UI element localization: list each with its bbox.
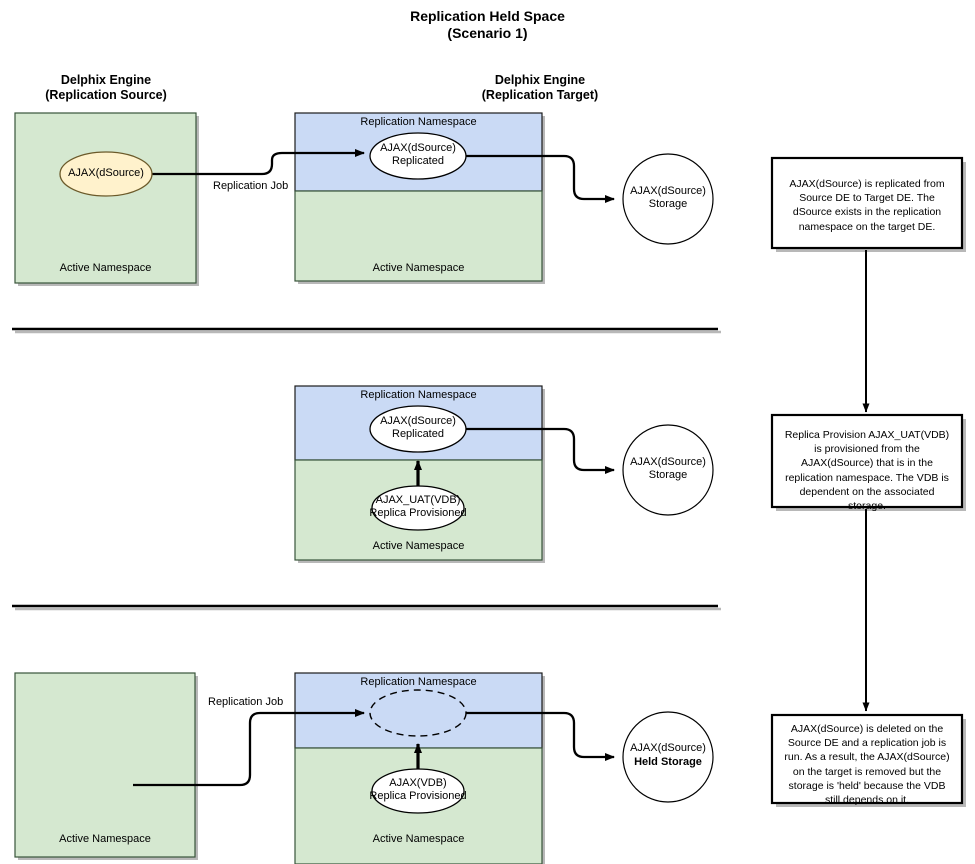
note-3-box [770,713,964,805]
row-1-group [14,112,714,286]
row-1-storage-node[interactable] [622,153,714,245]
row-1-source-dsource-node[interactable] [59,151,153,197]
row-3-target-replication-namespace [294,672,543,749]
note-1-box [770,156,964,250]
row-3-vdb-node[interactable] [371,768,465,814]
note-2-box [770,413,964,509]
row-3-removed-dsource-node [369,689,467,737]
row-1-source-active-namespace-fill [14,112,197,284]
row-2-storage-node[interactable] [622,424,714,516]
row-2-storage-connector [466,427,615,474]
row-2-target-dsource-node[interactable] [369,405,467,453]
row-3-held-storage-node[interactable] [622,711,714,803]
notes-column [770,156,966,807]
row-2-group [294,385,714,563]
row-3-replication-job-connector [133,709,365,787]
row-3-source-active-namespace [14,672,196,858]
row-1-target-active-namespace [294,190,543,282]
row-1-replication-job-connector [152,149,365,176]
row-3-storage-connector [466,711,615,761]
row-1-storage-connector [466,154,615,203]
row-1-target-dsource-node[interactable] [369,132,467,180]
row-2-vdb-node[interactable] [371,485,465,531]
row-3-group [14,672,714,864]
